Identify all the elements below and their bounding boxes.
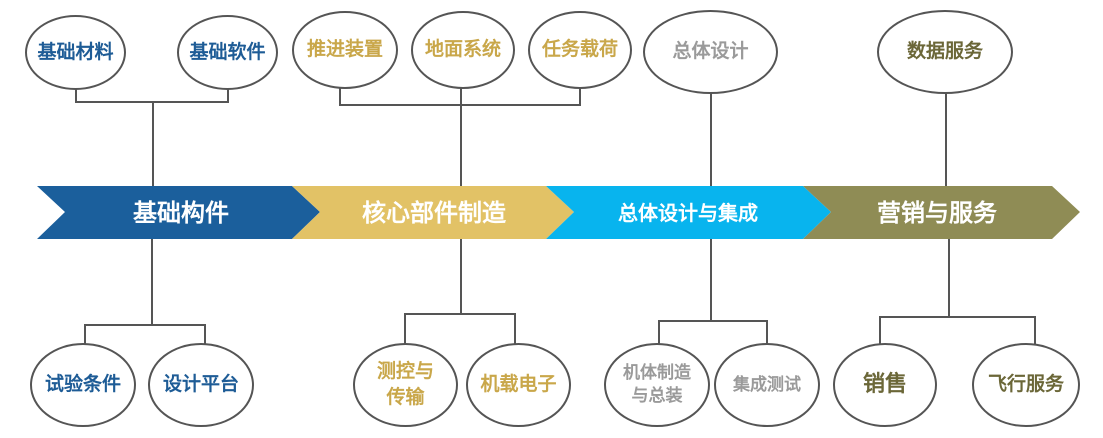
connector xyxy=(227,88,229,102)
stage-1-chevron xyxy=(37,186,320,239)
connector xyxy=(204,324,206,346)
connector xyxy=(404,313,516,315)
connector xyxy=(75,88,77,102)
oval-overall-design: 总体设计 xyxy=(643,10,778,94)
oval-sales: 销售 xyxy=(833,343,937,427)
stage-2-label: 核心部件制造 xyxy=(362,199,506,227)
connector xyxy=(460,238,462,315)
connector xyxy=(879,316,881,344)
oval-test-conditions: 试验条件 xyxy=(30,343,136,427)
connector xyxy=(658,320,660,346)
oval-flight-service: 飞行服务 xyxy=(972,343,1080,427)
oval-design-platform: 设计平台 xyxy=(148,343,254,427)
oval-integration-test: 集成测试 xyxy=(714,343,820,427)
connector xyxy=(84,324,86,346)
connector xyxy=(152,101,154,188)
connector xyxy=(766,320,768,346)
oval-airframe-assembly: 机体制造 与总装 xyxy=(604,343,710,427)
connector xyxy=(84,324,206,326)
connector xyxy=(710,238,712,322)
oval-avionics: 机载电子 xyxy=(466,343,571,427)
connector xyxy=(339,87,341,106)
stage-3-label: 总体设计与集成 xyxy=(618,201,758,225)
oval-telemetry: 测控与 传输 xyxy=(353,343,458,427)
stage-3-chevron xyxy=(546,186,831,239)
oval-payload: 任务载荷 xyxy=(528,11,632,89)
connector xyxy=(879,316,1036,318)
connector xyxy=(579,87,581,106)
oval-ground-system: 地面系统 xyxy=(411,11,515,89)
oval-propulsion: 推进装置 xyxy=(292,11,398,89)
connector xyxy=(710,93,712,188)
connector xyxy=(1034,316,1036,344)
stage-1-label: 基础构件 xyxy=(133,199,229,227)
stage-4-chevron xyxy=(803,186,1080,239)
stage-2-chevron xyxy=(292,186,574,239)
connector xyxy=(945,93,947,188)
oval-data-service: 数据服务 xyxy=(877,10,1013,94)
connector xyxy=(948,238,950,318)
stage-4-label: 营销与服务 xyxy=(877,199,998,227)
oval-basic-software: 基础软件 xyxy=(177,15,278,90)
connector xyxy=(151,238,153,325)
connector xyxy=(404,313,406,345)
connector xyxy=(658,320,768,322)
connector xyxy=(460,88,462,188)
oval-basic-materials: 基础材料 xyxy=(25,15,126,90)
connector xyxy=(514,313,516,345)
